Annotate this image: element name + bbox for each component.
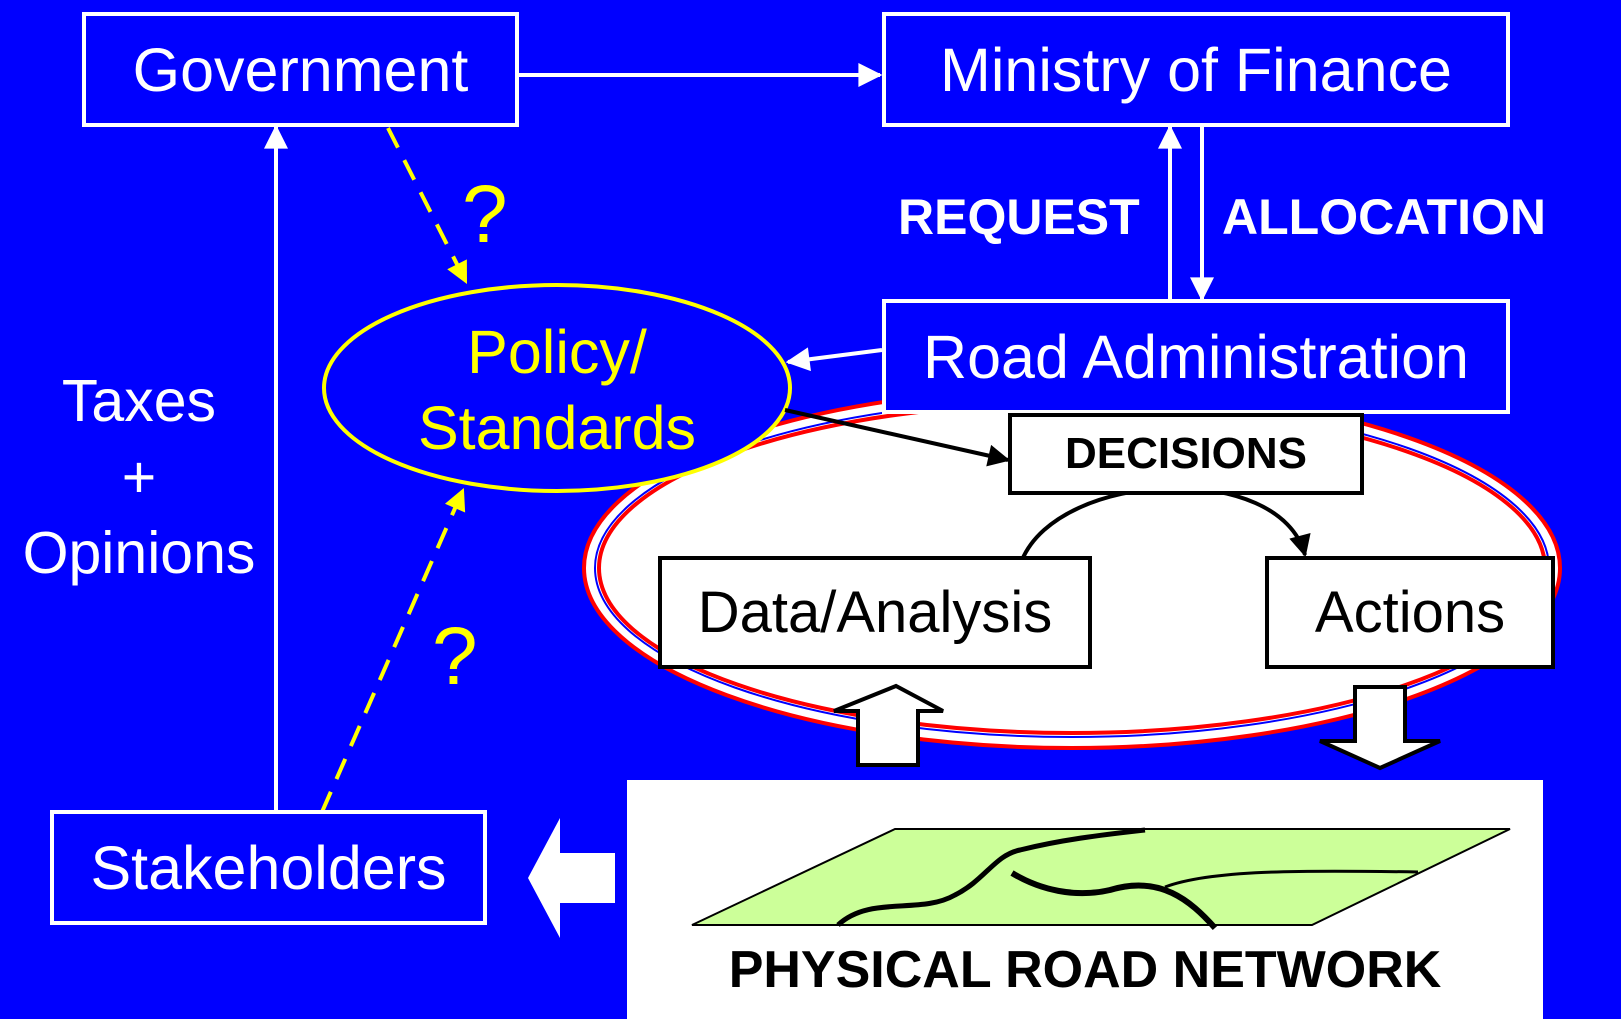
request-label: REQUEST [898, 189, 1140, 245]
decisions-node: DECISIONS [1008, 413, 1364, 495]
question-mark-bottom: ? [432, 611, 478, 702]
taxes-opinions-label: Taxes + Opinions [8, 363, 270, 591]
government-label: Government [132, 35, 469, 104]
block-arrow-network-to-data [833, 683, 944, 767]
policy-ellipse [322, 283, 792, 493]
arrow-government-to-policy-dashed [386, 127, 468, 284]
policy-label-line1: Policy/ [467, 318, 647, 386]
actions-label: Actions [1314, 580, 1506, 645]
road-plane [691, 828, 1511, 926]
taxes-label-line3: Opinions [22, 520, 256, 586]
arrow-roadadmin-to-policy [785, 347, 883, 372]
data-analysis-node: Data/Analysis [658, 556, 1092, 669]
block-arrow-actions-to-network [1319, 685, 1441, 771]
road-administration-label: Road Administration [923, 322, 1469, 391]
decisions-label: DECISIONS [1064, 429, 1308, 478]
stakeholders-label: Stakeholders [90, 833, 447, 902]
road-administration-node: Road Administration [882, 299, 1510, 414]
ministry-of-finance-label: Ministry of Finance [940, 35, 1452, 104]
government-node: Government [82, 12, 519, 127]
ministry-of-finance-node: Ministry of Finance [882, 12, 1510, 127]
policy-label-line2: Standards [417, 394, 697, 462]
stakeholders-node: Stakeholders [50, 810, 487, 925]
data-analysis-label: Data/Analysis [697, 580, 1053, 645]
allocation-label: ALLOCATION [1222, 189, 1547, 245]
actions-node: Actions [1265, 556, 1555, 669]
arrow-policy-to-decisions [784, 408, 1011, 467]
road-lines [836, 827, 1419, 930]
policy-label: Policy/ Standards [360, 314, 754, 466]
question-mark-top: ? [462, 169, 508, 260]
taxes-label-line2: + [121, 444, 157, 510]
taxes-label-line1: Taxes [61, 368, 217, 434]
road-network-label: PHYSICAL ROAD NETWORK [728, 941, 1442, 999]
block-arrow-network-to-stakeholders [528, 818, 615, 938]
arrow-stakeholders-to-policy-dashed [320, 487, 466, 813]
